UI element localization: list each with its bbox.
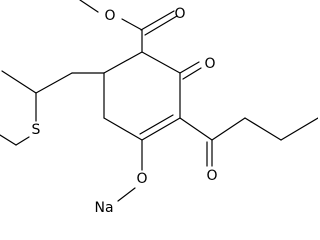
atom-label-ring-ketone-o: O: [204, 56, 215, 72]
bond-c6-c1: [103, 51, 143, 74]
bond-c3-acyl-c: [179, 117, 213, 141]
atom-label-enolate-o: O: [136, 171, 147, 187]
bond-ch2-ch: [35, 72, 73, 94]
enolate-bonds: [117, 139, 143, 202]
atom-label-sodium: Na: [94, 200, 113, 216]
bond-ch-methyl: [1, 70, 37, 94]
atom-label-acyl-ketone-o: O: [206, 168, 217, 184]
bond-ch2-ch3-end: [280, 117, 318, 141]
bond-c2-o-b: [182, 67, 202, 80]
atom-label-ester-ether-o: O: [104, 8, 115, 24]
atom-label-sulfur: S: [32, 122, 41, 138]
bond-c1-c2: [141, 51, 181, 74]
bond-o-methyl: [79, 0, 99, 13]
bond-ester-c-o-double-b: [144, 15, 178, 36]
skeletal-structure: O O O S O O Na: [0, 0, 318, 216]
butanoyl-bonds: [179, 117, 318, 167]
ring-bonds: [103, 51, 181, 141]
ring-ketone-bonds: [179, 61, 202, 80]
bond-s-ch2: [15, 136, 30, 146]
bond-ch2-ch3: [0, 134, 17, 146]
bond-acyl-c-ch2: [211, 117, 246, 141]
atom-labels: O O O S O O Na: [32, 6, 218, 216]
bond-c4-c5: [103, 117, 143, 141]
ester-bonds: [79, 0, 178, 53]
bond-c3-c4-double: [139, 114, 174, 135]
bond-c3-c4: [141, 117, 181, 141]
bond-c2-o-a: [179, 61, 200, 74]
bond-ester-c-o-double-a: [140, 10, 175, 31]
side-chain-bonds: [0, 70, 105, 146]
bond-ch2-ch2: [244, 117, 282, 141]
bond-o-na: [117, 187, 136, 202]
bond-ester-c-o-single: [121, 18, 143, 31]
molecule-figure: O O O S O O Na: [0, 0, 318, 216]
atom-label-ester-carbonyl-o: O: [174, 6, 185, 22]
